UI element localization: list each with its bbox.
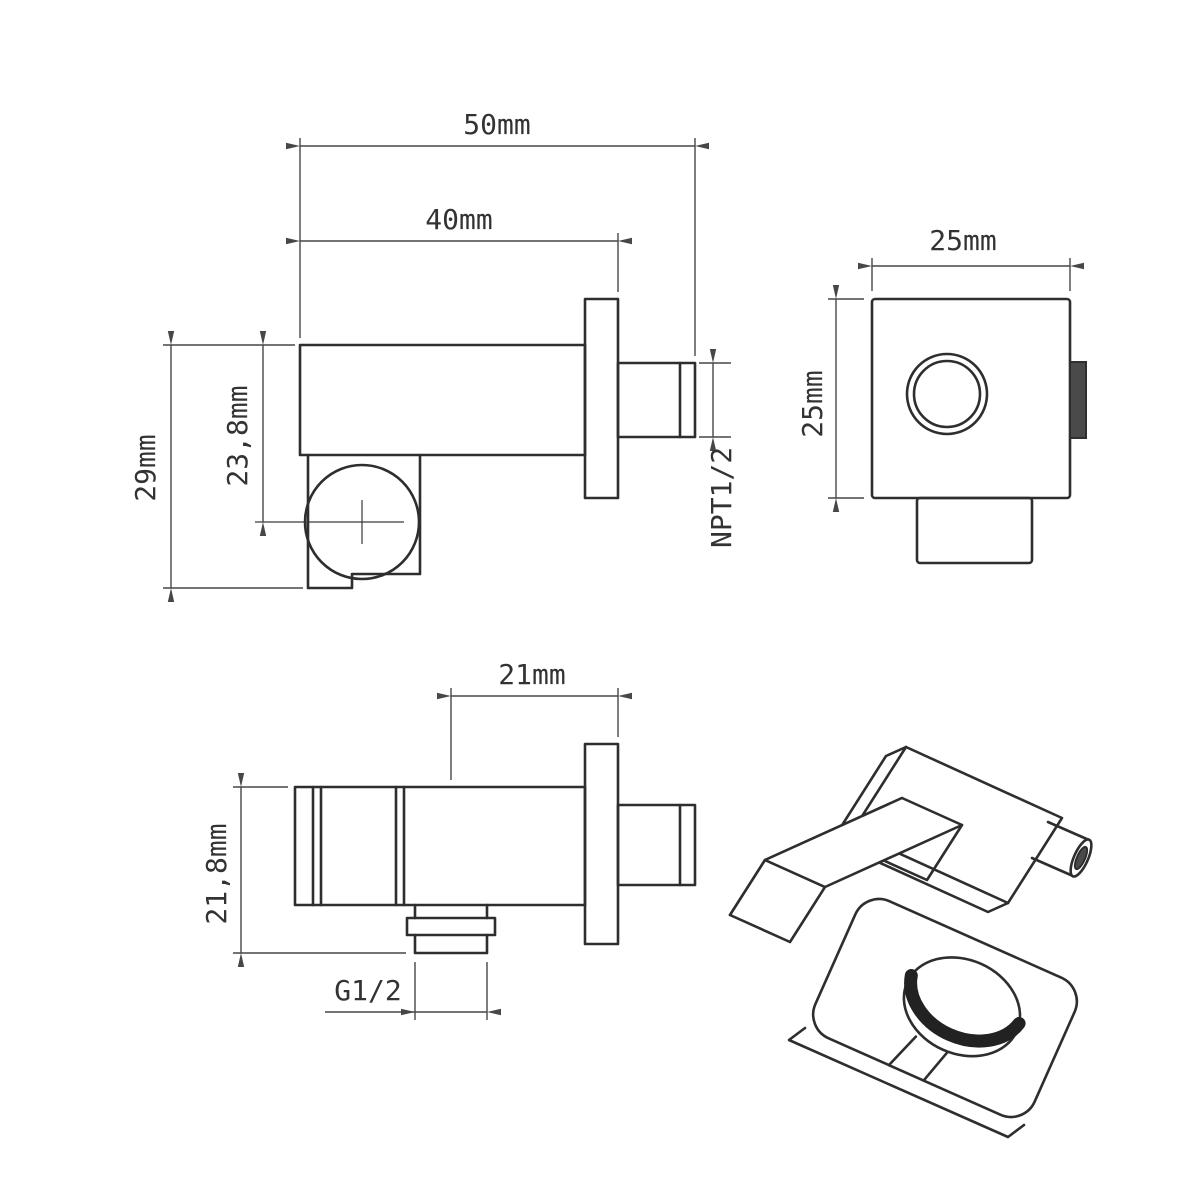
hose-outlet-barrel xyxy=(413,933,489,955)
front-view: 25mm 25mm xyxy=(796,224,1087,565)
iso-body-top-face xyxy=(763,796,964,889)
side-outlet-nipple-outline xyxy=(616,361,697,439)
iso-outlet-stub xyxy=(1030,820,1091,878)
dim-total-width-label: 50mm xyxy=(463,108,530,141)
isometric-view xyxy=(728,745,1093,1139)
bottom-body-outline xyxy=(293,785,587,907)
iso-plate-contact-edges xyxy=(865,823,964,882)
iso-holder-slot-lines xyxy=(887,1035,949,1082)
front-boss-outer-circle xyxy=(905,352,989,436)
dim-body-width-label: 40mm xyxy=(425,203,492,236)
iso-holder-socket-shadow xyxy=(904,968,1026,1048)
hose-outlet-neck xyxy=(413,903,489,920)
front-holder-outline xyxy=(915,496,1034,565)
side-view: 50mm 40mm 29mm 23,8mm NPT1/2 xyxy=(129,108,738,602)
outlet-thread-label: NPT1/2 xyxy=(705,447,738,548)
front-nipple-stub xyxy=(1069,361,1087,439)
iso-outlet-stub-bore xyxy=(1073,845,1089,871)
dim-wall-offset-label: 21mm xyxy=(498,658,565,691)
side-wall-flange-outline xyxy=(583,297,620,500)
hose-thread-label: G1/2 xyxy=(334,974,401,1007)
iso-holder-thickness xyxy=(787,1026,1026,1139)
front-boss-inner-circle xyxy=(912,359,982,429)
hose-outlet-collar xyxy=(405,916,497,937)
iso-holder xyxy=(811,897,1079,1119)
bottom-outlet-nipple-outline xyxy=(616,803,697,887)
bottom-wall-flange-outline xyxy=(583,742,620,946)
front-plate-outline xyxy=(870,297,1072,500)
dim-center-height-label: 23,8mm xyxy=(221,385,254,486)
dim-bottom-height-label: 21,8mm xyxy=(200,823,233,924)
dim-front-width-label: 25mm xyxy=(929,224,996,257)
bottom-view: 21mm 21,8mm G1/2 xyxy=(200,658,697,1020)
dim-front-height-label: 25mm xyxy=(796,370,829,437)
side-body-outline xyxy=(298,343,587,457)
dim-total-height-label: 29mm xyxy=(129,434,162,501)
